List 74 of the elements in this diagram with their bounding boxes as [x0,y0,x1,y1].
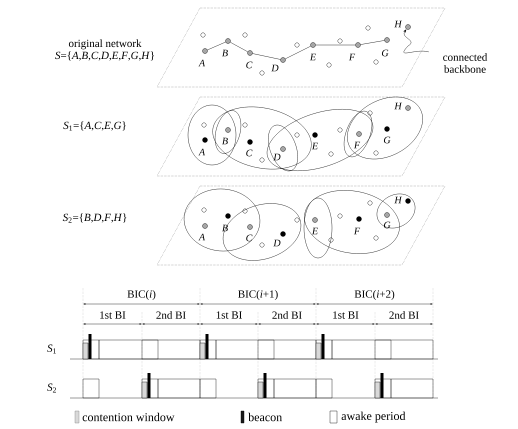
legend-label: contention window [82,412,174,422]
backbone-link [285,46,311,59]
interval-label: BIC(i+2) [354,290,394,300]
backbone-link [230,42,248,52]
node-label: D [271,64,278,72]
node-label: S={A,B,C,D,E,F,G,H} [55,51,154,61]
network-node: D [273,146,286,160]
node-label: C [246,62,252,68]
row-label: S$_{2}$ [47,384,56,392]
node-label: F [354,142,360,148]
row-label: S$_{1}$ [47,344,56,354]
network-node: F [348,42,361,60]
network-node: H [394,196,411,204]
network-node: A [198,48,208,66]
node-label: C [246,150,252,156]
interval-label: 1st BI [100,311,126,319]
node-label: F [354,228,360,234]
interval-label: BIC(i) [127,290,156,300]
network-node: E [310,42,316,60]
network-node: H [394,102,411,111]
backbone-link [207,42,226,50]
node-label: F [348,54,356,60]
backbone-link [252,53,281,60]
network-node: A [198,137,208,156]
interval-label: 1st BI [333,311,358,319]
node-label: A [198,234,206,240]
node-label: H [394,20,402,28]
node-label: B [222,50,228,56]
network-node: C [246,50,253,68]
network-node: B [222,213,231,232]
interval-label: 1st BI [216,311,242,319]
network-node: F [354,131,362,148]
node-label: E [312,228,318,234]
node-label: G [384,222,390,228]
network-node: G [384,126,390,144]
node-label: H [394,196,402,204]
network-node: D [271,57,286,72]
node-label: B [222,138,228,144]
interval-label: 2nd BI [156,311,186,319]
node-label: C [246,234,252,242]
node-label: A [198,148,206,156]
backbone-link [316,44,356,46]
interval-label: 2nd BI [272,311,302,319]
network-node: B [222,127,231,144]
leader-line [403,29,429,54]
callout-text: connected backbone [443,53,488,73]
node-label: G [384,136,390,144]
node-label: D [273,154,280,160]
network-node: E [312,217,318,234]
node-label: H [394,102,402,110]
node-label: E [312,142,318,150]
network-node: A [198,223,208,240]
network-node: D [273,231,286,246]
node-label: E [310,54,316,60]
node-label: G [382,50,388,56]
legend-label: awake period [342,412,406,422]
node-label: S$_{1}$={A,C,E,G} [63,121,126,131]
network-node: C [246,224,253,242]
node-label: A [198,60,206,66]
network-node: H [394,20,411,30]
legend-label: beacon [248,412,282,422]
network-node: F [354,216,362,234]
interval-label: BIC(i+1) [238,290,278,300]
network-node: B [222,38,231,56]
node-label: original network [68,39,142,50]
network-node: G [382,37,390,56]
node-label: B [222,224,228,232]
interval-label: 2nd BI [389,311,419,319]
node-label: D [273,240,280,246]
node-label: S$_{2}$={B,D,F,H} [62,213,126,223]
backbone-link [360,40,385,45]
network-node: E [312,132,318,150]
network-node: C [246,139,253,156]
network-node: G [384,212,390,228]
